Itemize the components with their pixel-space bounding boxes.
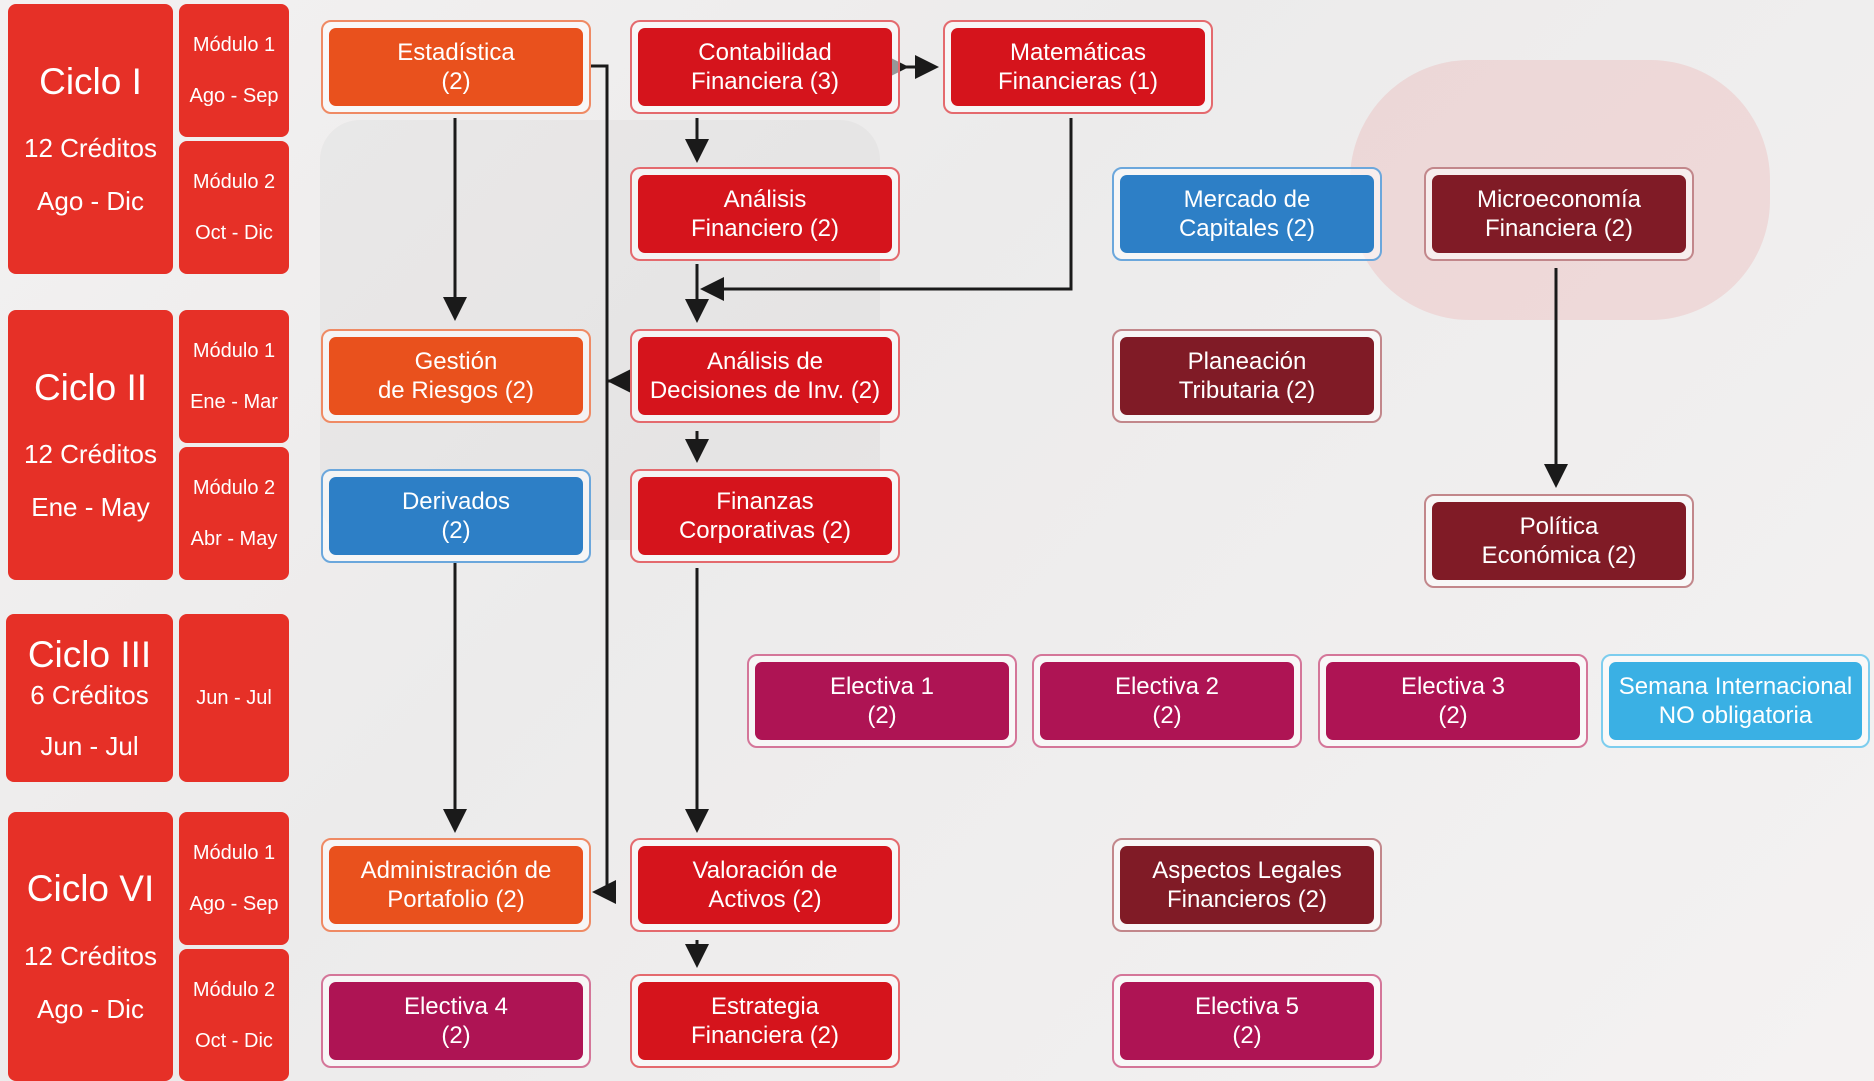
- course-politica-economica[interactable]: Política Económica (2): [1424, 494, 1694, 588]
- course-analisis-decisiones[interactable]: Análisis de Decisiones de Inv. (2): [630, 329, 900, 423]
- course-aspectos-label: Aspectos Legales Financieros (2): [1120, 846, 1374, 924]
- course-analisis-financiero-label: Análisis Financiero (2): [638, 175, 892, 253]
- course-semana-internacional[interactable]: Semana Internacional NO obligatoria: [1601, 654, 1870, 748]
- course-electiva-1[interactable]: Electiva 1 (2): [747, 654, 1017, 748]
- course-finanzas-corporativas[interactable]: Finanzas Corporativas (2): [630, 469, 900, 563]
- course-gestion-label: Gestión de Riesgos (2): [329, 337, 583, 415]
- course-matematicas-financieras[interactable]: Matemáticas Financieras (1): [943, 20, 1213, 114]
- course-valoracion-label: Valoración de Activos (2): [638, 846, 892, 924]
- cycle-1-module-2: Módulo 2 Oct - Dic: [179, 141, 289, 274]
- course-analisis-financiero[interactable]: Análisis Financiero (2): [630, 167, 900, 261]
- module-period: Oct - Dic: [195, 222, 273, 244]
- module-period: Ene - Mar: [190, 391, 278, 413]
- cycle-1-module-1: Módulo 1 Ago - Sep: [179, 4, 289, 137]
- course-electiva-4-label: Electiva 4 (2): [329, 982, 583, 1060]
- cycle-3-title: Ciclo III: [27, 633, 152, 675]
- course-contabilidad-financiera[interactable]: Contabilidad Financiera (3): [630, 20, 900, 114]
- module-period: Ago - Sep: [189, 893, 279, 915]
- course-estadistica-label: Estadística (2): [329, 28, 583, 106]
- cycle-2-period: Ene - May: [31, 492, 150, 523]
- course-mercado-label: Mercado de Capitales (2): [1120, 175, 1374, 253]
- cycle-6-module-2: Módulo 2 Oct - Dic: [179, 949, 289, 1081]
- module-period: Abr - May: [190, 528, 278, 550]
- cycle-6-credits: 12 Créditos: [24, 940, 157, 971]
- course-electiva-3[interactable]: Electiva 3 (2): [1318, 654, 1588, 748]
- cycle-2-title: Ciclo II: [33, 366, 148, 408]
- module-name: Módulo 1: [192, 842, 276, 864]
- course-matematicas-label: Matemáticas Financieras (1): [951, 28, 1205, 106]
- course-electiva-4[interactable]: Electiva 4 (2): [321, 974, 591, 1068]
- course-electiva-5-label: Electiva 5 (2): [1120, 982, 1374, 1060]
- course-electiva-2-label: Electiva 2 (2): [1040, 662, 1294, 740]
- course-estrategia-label: Estrategia Financiera (2): [638, 982, 892, 1060]
- course-valoracion-activos[interactable]: Valoración de Activos (2): [630, 838, 900, 932]
- cycle-6-period: Ago - Dic: [37, 993, 144, 1024]
- course-admin-label: Administración de Portafolio (2): [329, 846, 583, 924]
- course-electiva-3-label: Electiva 3 (2): [1326, 662, 1580, 740]
- course-estadistica[interactable]: Estadística (2): [321, 20, 591, 114]
- arrow-estadistica-bus: [590, 64, 616, 904]
- module-name: Módulo 2: [192, 171, 276, 193]
- cycle-3-panel: Ciclo III 6 Créditos Jun - Jul: [6, 614, 173, 782]
- course-aspectos-legales[interactable]: Aspectos Legales Financieros (2): [1112, 838, 1382, 932]
- cycle-1-period: Ago - Dic: [37, 186, 144, 217]
- course-microeconomia-label: Microeconomía Financiera (2): [1432, 175, 1686, 253]
- course-electiva-1-label: Electiva 1 (2): [755, 662, 1009, 740]
- course-electiva-2[interactable]: Electiva 2 (2): [1032, 654, 1302, 748]
- cycle-3-period: Jun - Jul: [40, 731, 139, 762]
- course-estrategia-financiera[interactable]: Estrategia Financiera (2): [630, 974, 900, 1068]
- cycle-2-panel: Ciclo II 12 Créditos Ene - May: [8, 310, 173, 580]
- cycle-3-module: Jun - Jul: [179, 614, 289, 782]
- cycle-1-credits: 12 Créditos: [24, 133, 157, 164]
- module-name: Módulo 2: [192, 477, 276, 499]
- course-administracion-portafolio[interactable]: Administración de Portafolio (2): [321, 838, 591, 932]
- cycle-2-credits: 12 Créditos: [24, 439, 157, 470]
- course-semana-label: Semana Internacional NO obligatoria: [1609, 662, 1862, 740]
- module-period: Jun - Jul: [196, 687, 272, 709]
- cycle-1-title: Ciclo I: [39, 60, 142, 102]
- course-electiva-5[interactable]: Electiva 5 (2): [1112, 974, 1382, 1068]
- cycle-6-panel: Ciclo VI 12 Créditos Ago - Dic: [8, 812, 173, 1081]
- course-gestion-riesgos[interactable]: Gestión de Riesgos (2): [321, 329, 591, 423]
- course-derivados-label: Derivados (2): [329, 477, 583, 555]
- cycle-3-credits: 6 Créditos: [30, 680, 149, 711]
- cycle-2-module-1: Módulo 1 Ene - Mar: [179, 310, 289, 443]
- arrow-matem-decisiones: [700, 118, 1073, 301]
- module-period: Ago - Sep: [189, 85, 279, 107]
- cycle-6-module-1: Módulo 1 Ago - Sep: [179, 812, 289, 945]
- course-microeconomia-financiera[interactable]: Microeconomía Financiera (2): [1424, 167, 1694, 261]
- module-name: Módulo 1: [192, 340, 276, 362]
- module-period: Oct - Dic: [195, 1029, 273, 1052]
- course-contabilidad-label: Contabilidad Financiera (3): [638, 28, 892, 106]
- cycle-1-panel: Ciclo I 12 Créditos Ago - Dic: [8, 4, 173, 274]
- cycle-6-title: Ciclo VI: [26, 868, 155, 910]
- cycle-2-module-2: Módulo 2 Abr - May: [179, 447, 289, 580]
- course-mercado-capitales[interactable]: Mercado de Capitales (2): [1112, 167, 1382, 261]
- course-planeacion-tributaria[interactable]: Planeación Tributaria (2): [1112, 329, 1382, 423]
- course-derivados[interactable]: Derivados (2): [321, 469, 591, 563]
- course-planeacion-label: Planeación Tributaria (2): [1120, 337, 1374, 415]
- course-analisis-decisiones-label: Análisis de Decisiones de Inv. (2): [638, 337, 892, 415]
- course-politica-label: Política Económica (2): [1432, 502, 1686, 580]
- module-name: Módulo 2: [192, 978, 276, 1001]
- course-finanzas-corp-label: Finanzas Corporativas (2): [638, 477, 892, 555]
- module-name: Módulo 1: [192, 34, 276, 56]
